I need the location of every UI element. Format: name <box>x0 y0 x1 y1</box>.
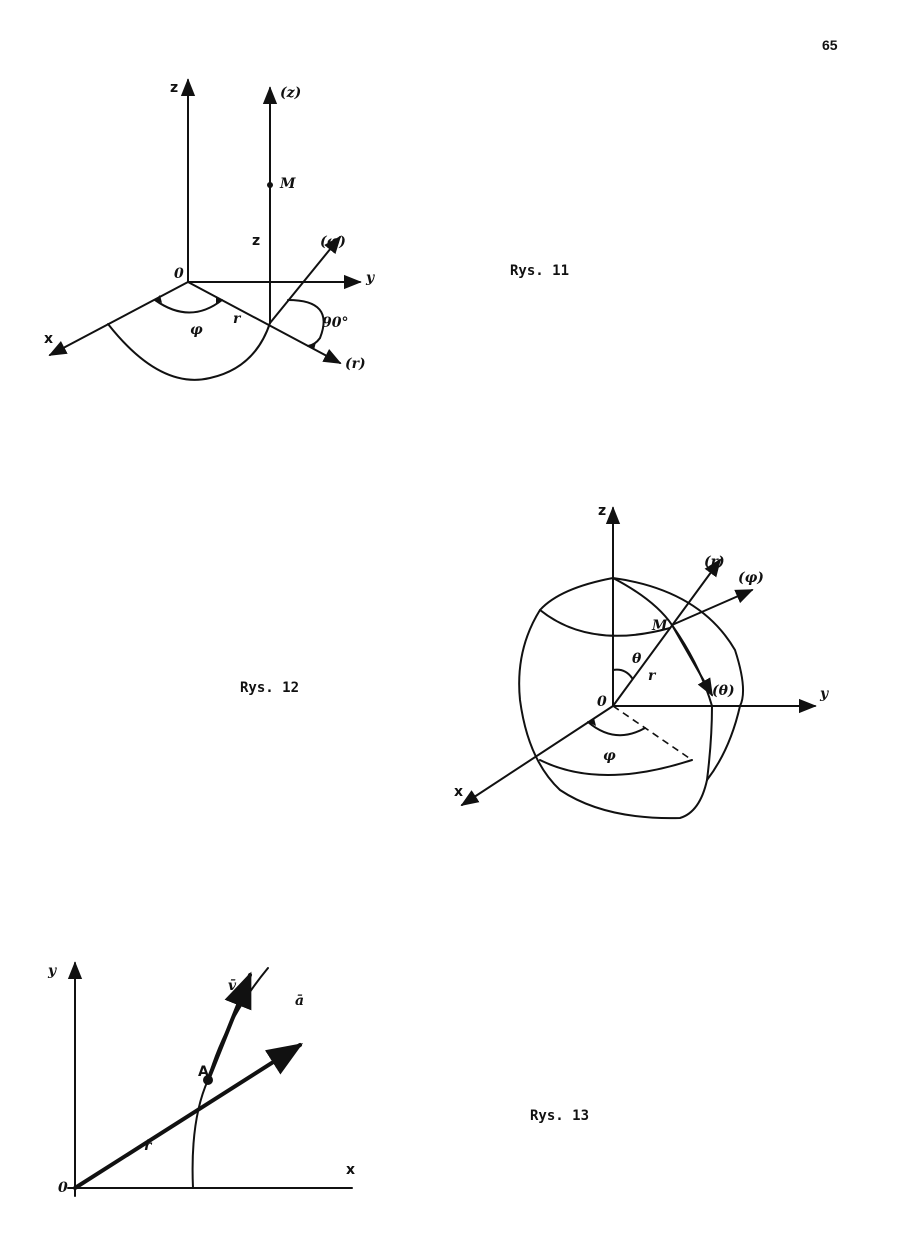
fig12-label-theta: θ <box>632 651 642 667</box>
fig13-label-y: y <box>47 963 57 979</box>
fig12-lower-arc <box>539 759 693 776</box>
fig11-x-axis <box>48 281 189 356</box>
fig12-phi-arc <box>587 721 646 737</box>
fig12-label-y: y <box>819 686 829 702</box>
fig13-label-x: x <box>346 1162 355 1178</box>
fig11-label-x: x <box>44 331 53 347</box>
fig11-phi-direction <box>269 235 342 324</box>
fig13-label-r: r̄ <box>144 1138 153 1154</box>
fig11-label-z-paren: (z) <box>280 85 301 101</box>
fig12-outer-outline <box>518 577 708 820</box>
fig11-label-y: y <box>365 270 375 286</box>
page-number: 65 <box>822 37 838 53</box>
fig13-label-origin: 0 <box>58 1180 68 1196</box>
fig11-caption: Rys. 11 <box>510 263 569 279</box>
fig11-phi-arc <box>154 299 223 314</box>
fig12-theta-direction <box>671 624 713 697</box>
fig13-caption: Rys. 13 <box>530 1108 589 1124</box>
figure-13-velocity-acceleration: y v̄ ā A r̄ 0 x Rys. 13 <box>47 961 589 1197</box>
fig11-label-z-height: z <box>252 233 260 249</box>
fig12-r-direction <box>612 558 722 707</box>
fig13-point-a <box>203 1075 213 1085</box>
fig11-point-m <box>267 182 273 188</box>
fig13-a-vector <box>73 1043 304 1190</box>
fig11-label-z: z <box>170 80 178 96</box>
fig12-label-phi-paren: (φ) <box>738 570 764 586</box>
fig12-label-origin: 0 <box>597 694 607 710</box>
fig11-label-phi: φ <box>190 322 203 338</box>
fig11-label-90deg: 90° <box>322 315 348 331</box>
fig13-label-point-a: A <box>198 1064 209 1080</box>
fig11-label-m: M <box>279 176 296 192</box>
fig11-base-arc <box>107 322 271 381</box>
fig12-right-outline <box>612 577 745 707</box>
fig11-r-direction <box>187 281 342 364</box>
fig12-theta-arc <box>612 668 633 679</box>
fig11-label-r-paren: (r) <box>345 356 366 372</box>
fig12-label-x: x <box>454 784 463 800</box>
fig11-label-origin: 0 <box>174 266 184 282</box>
fig13-label-a: ā <box>295 993 304 1009</box>
fig12-label-r: r <box>648 668 657 684</box>
figure-12-spherical-coordinates: z (r) (φ) M θ r 0 (θ) y φ x Rys. 12 <box>240 503 829 820</box>
fig12-cap-curve <box>539 609 671 637</box>
fig13-v-vector <box>206 971 252 1082</box>
fig13-label-v: v̄ <box>228 978 237 994</box>
fig12-dashed-projection <box>612 705 693 761</box>
fig12-label-theta-paren: (θ) <box>712 683 735 699</box>
fig12-label-r-paren: (r) <box>704 554 725 570</box>
fig12-label-m: M <box>651 618 668 634</box>
figure-11-cylindrical-coordinates: z (z) M z (φ) 0 y x φ r 90° (r) Rys. 11 <box>44 78 569 381</box>
fig12-label-phi: φ <box>603 748 616 764</box>
fig12-phi-direction <box>671 589 754 626</box>
fig12-caption: Rys. 12 <box>240 680 299 696</box>
fig11-label-r: r <box>233 311 242 327</box>
fig11-label-phi-paren: (φ) <box>320 234 346 250</box>
fig12-label-z: z <box>598 503 606 519</box>
